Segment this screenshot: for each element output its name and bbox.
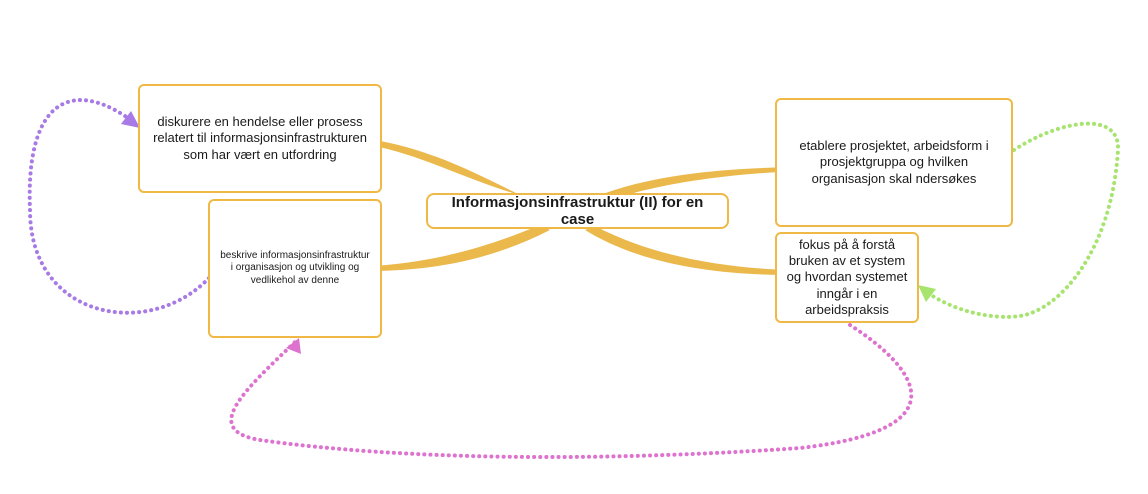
subtopic-label: beskrive informasjonsinfrastruktur i org… xyxy=(220,249,370,286)
relation-arrow-pink xyxy=(229,323,914,460)
subtopic-node-discuss-event[interactable]: diskurere en hendelse eller prosess rela… xyxy=(138,84,382,193)
subtopic-label: etablere prosjektet, arbeidsform i prosj… xyxy=(799,138,989,186)
central-topic-node[interactable]: Informasjonsinfrastruktur (II) for en ca… xyxy=(426,193,729,229)
subtopic-label: fokus på å forstå bruken av et system og… xyxy=(786,236,908,317)
branch-to-top-left xyxy=(375,140,530,198)
subtopic-node-describe-infrastructure[interactable]: beskrive informasjonsinfrastruktur i org… xyxy=(208,199,382,338)
relation-arrow-green xyxy=(922,121,1121,319)
arrowhead-purple xyxy=(121,111,140,128)
relation-arrow-purple xyxy=(27,98,211,315)
arrowhead-pink xyxy=(286,338,301,354)
branch-to-mid-left xyxy=(375,225,550,271)
subtopic-node-focus-usage[interactable]: fokus på å forstå bruken av et system og… xyxy=(775,232,919,323)
subtopic-node-establish-project[interactable]: etablere prosjektet, arbeidsform i prosj… xyxy=(775,98,1013,227)
arrowhead-green xyxy=(918,285,936,302)
subtopic-label: diskurere en hendelse eller prosess rela… xyxy=(153,114,367,162)
central-topic-label: Informasjonsinfrastruktur (II) for en ca… xyxy=(451,194,704,228)
branch-to-bottom-right xyxy=(585,226,790,275)
